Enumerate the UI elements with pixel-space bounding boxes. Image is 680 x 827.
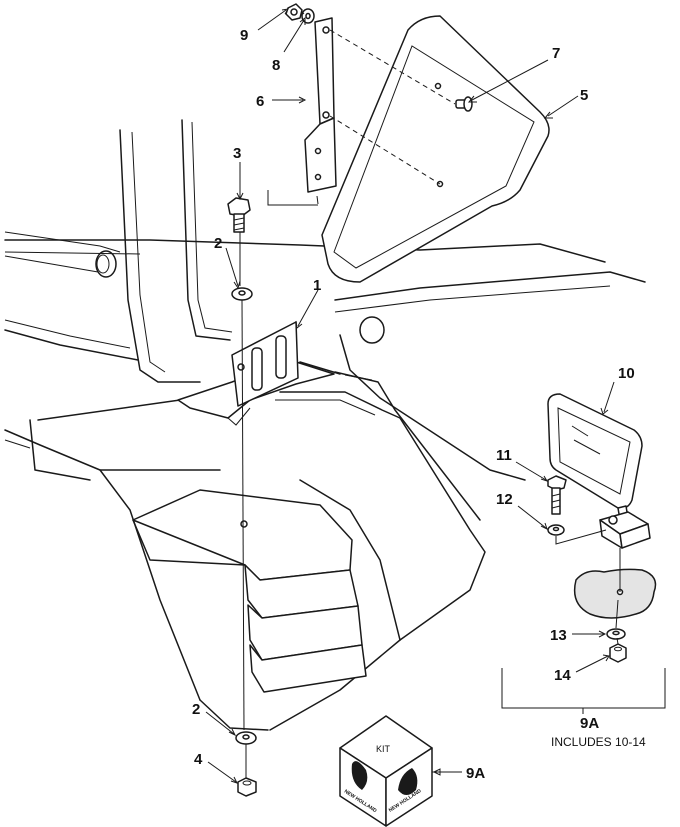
bracket-6: [267, 17, 337, 206]
callout-13: 13: [550, 627, 567, 644]
bolt-11: [547, 475, 567, 515]
nut-4: [237, 777, 257, 797]
washer-12: [547, 524, 565, 536]
leader-lines: [205, 8, 615, 784]
callout-2-upper: 2: [214, 235, 222, 252]
tractor-body-outline: [4, 119, 646, 731]
mounting-surface: [573, 568, 657, 619]
callout-9a-kit: 9A: [466, 765, 485, 782]
washer-13: [606, 628, 626, 640]
washer-2-lower: [235, 731, 257, 745]
bolt-3: [227, 197, 251, 233]
callout-9: 9: [240, 27, 248, 44]
mirror-10: [547, 393, 643, 521]
mounting-hole: [240, 520, 248, 528]
callout-7: 7: [552, 45, 560, 62]
smv-sign-5: [321, 15, 550, 283]
group-caption: INCLUDES 10-14: [551, 735, 646, 749]
cab-knob: [95, 250, 117, 278]
fender-cap: [359, 316, 385, 344]
callout-8: 8: [272, 57, 280, 74]
callout-9a-group: 9A: [580, 715, 599, 732]
callout-5: 5: [580, 87, 588, 104]
callout-4: 4: [194, 751, 203, 768]
callout-2-lower: 2: [192, 701, 200, 718]
washer-8: [301, 8, 315, 24]
washer-2-upper: [231, 287, 253, 301]
kit-label: KIT: [376, 744, 391, 754]
callout-10: 10: [618, 365, 635, 382]
assembly-lines: [239, 11, 621, 778]
kit-box: [339, 715, 433, 827]
callout-1: 1: [313, 277, 321, 294]
nut-9: [285, 3, 303, 21]
mirror-clamp: [599, 511, 651, 549]
callout-3: 3: [233, 145, 241, 162]
callout-6: 6: [256, 93, 264, 110]
group-bracket: [501, 668, 666, 709]
callout-12: 12: [496, 491, 513, 508]
callout-11: 11: [496, 447, 512, 464]
mounting-plate-1: [177, 321, 335, 426]
nut-14: [609, 643, 627, 663]
step-box-tier3: [249, 644, 367, 693]
callout-14: 14: [554, 667, 571, 684]
